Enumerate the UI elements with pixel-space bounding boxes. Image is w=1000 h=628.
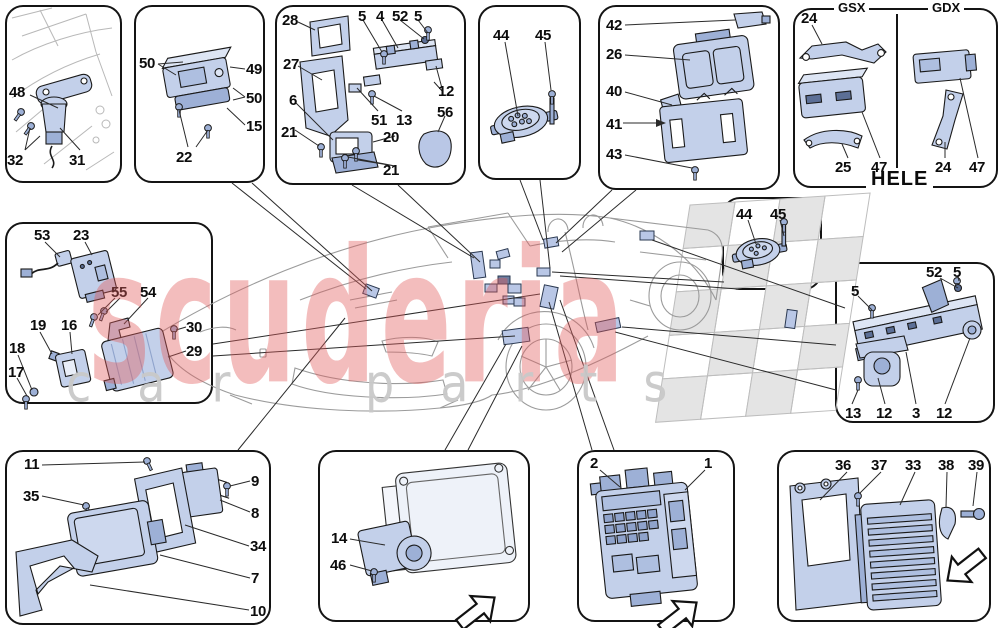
panel-chassis-sensor xyxy=(5,5,122,183)
panel-actuator-module xyxy=(318,450,530,622)
panel-ecu-with-bracket xyxy=(598,5,780,190)
panel-siren-rear xyxy=(722,197,822,290)
panel-hele xyxy=(793,8,998,188)
panel-engine-ecu xyxy=(777,450,991,622)
car-illustration xyxy=(157,212,724,412)
panel-siren-front xyxy=(478,5,581,180)
panel-crash-sensor-bracket xyxy=(134,5,265,183)
panel-sill-rail xyxy=(835,262,995,423)
panel-radar-assembly xyxy=(5,450,271,625)
panel-dashboard-mounts xyxy=(275,5,466,185)
panel-body-computer xyxy=(577,450,735,622)
panel-control-units-left xyxy=(5,222,213,404)
